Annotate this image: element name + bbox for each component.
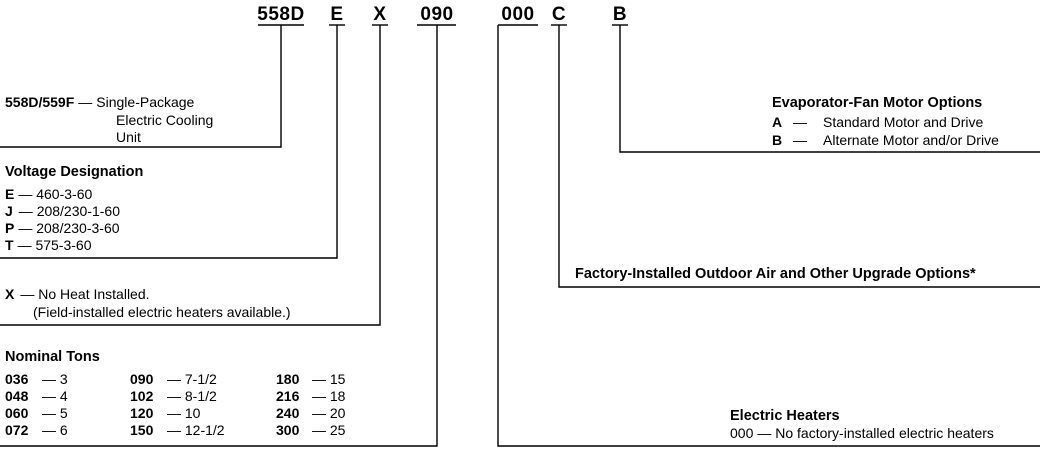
model-code-header: 558D E X 090 000 C B [257, 4, 627, 25]
tons-row: 102— 8-1/2 [130, 388, 217, 404]
unit-type-description-3: Unit [116, 129, 141, 145]
options-title: Factory-Installed Outdoor Air and Other … [575, 266, 976, 282]
tons-title: Nominal Tons [5, 349, 100, 365]
tons-row: 048— 4 [5, 388, 68, 404]
unit-type-block: 558D/559F—Single-Package Electric Coolin… [5, 94, 213, 145]
unit-type-description-2: Electric Cooling [116, 112, 213, 128]
unit-type-line-1: 558D/559F—Single-Package [5, 94, 195, 110]
fan-title: Evaporator-Fan Motor Options [772, 95, 982, 111]
heat-note: (Field-installed electric heaters availa… [33, 304, 291, 320]
code-segment-voltage: E [330, 4, 343, 25]
tons-row: 120— 10 [130, 405, 201, 421]
code-segment-fan-motor: B [613, 4, 627, 25]
heat-block: X— No Heat Installed. (Field-installed e… [5, 286, 291, 320]
heaters-title: Electric Heaters [730, 408, 840, 424]
tons-row: 180— 15 [276, 371, 346, 387]
electric-heaters-block: Electric Heaters 000— No factory-install… [730, 408, 994, 441]
code-segment-heat: X [373, 4, 386, 25]
unit-type-code: 558D/559F [5, 94, 75, 110]
tons-column-1: 036— 3 048— 4 060— 5 072— 6 [5, 371, 68, 438]
unit-type-description-1: Single-Package [96, 94, 194, 110]
leader-voltage [0, 25, 338, 259]
tons-row: 216— 18 [276, 388, 346, 404]
voltage-block: Voltage Designation E— 460-3-60 J— 208/2… [5, 164, 143, 253]
fan-row: B— Alternate Motor and/or Drive [772, 132, 999, 148]
voltage-row: T— 575-3-60 [5, 237, 92, 253]
options-block: Factory-Installed Outdoor Air and Other … [575, 266, 976, 282]
leader-lines [0, 24, 1040, 447]
leader-fan-motor [619, 25, 1040, 153]
nominal-tons-block: Nominal Tons 036— 3 048— 4 060— 5 072— 6… [5, 349, 346, 438]
fan-row: A— Standard Motor and Drive [772, 114, 984, 130]
tons-column-2: 090— 7-1/2 102— 8-1/2 120— 10 150— 12-1/… [130, 371, 225, 438]
code-segment-options: C [552, 4, 566, 25]
voltage-row: E— 460-3-60 [5, 186, 92, 202]
leader-tons [0, 25, 438, 447]
leader-options [558, 25, 1040, 288]
tons-row: 060— 5 [5, 405, 68, 421]
tons-row: 300— 25 [276, 422, 346, 438]
voltage-row: J— 208/230-1-60 [5, 203, 120, 219]
tons-row: 090— 7-1/2 [130, 371, 217, 387]
voltage-title: Voltage Designation [5, 164, 143, 180]
leader-heaters [497, 25, 1040, 447]
voltage-row: P— 208/230-3-60 [5, 220, 120, 236]
tons-row: 072— 6 [5, 422, 68, 438]
tons-row: 036— 3 [5, 371, 68, 387]
fan-motor-block: Evaporator-Fan Motor Options A— Standard… [772, 95, 999, 148]
heaters-row: 000— No factory-installed electric heate… [730, 425, 994, 441]
unit-type-dash: — [78, 94, 92, 110]
leader-base-unit [0, 25, 282, 148]
code-segment-tons: 090 [420, 4, 453, 25]
tons-column-3: 180— 15 216— 18 240— 20 300— 25 [276, 371, 346, 438]
tons-row: 150— 12-1/2 [130, 422, 225, 438]
tons-row: 240— 20 [276, 405, 346, 421]
leader-heat [0, 25, 381, 326]
code-segment-base-unit: 558D [257, 4, 304, 25]
heat-row: X— No Heat Installed. [5, 286, 150, 302]
code-segment-heaters: 000 [501, 4, 534, 25]
